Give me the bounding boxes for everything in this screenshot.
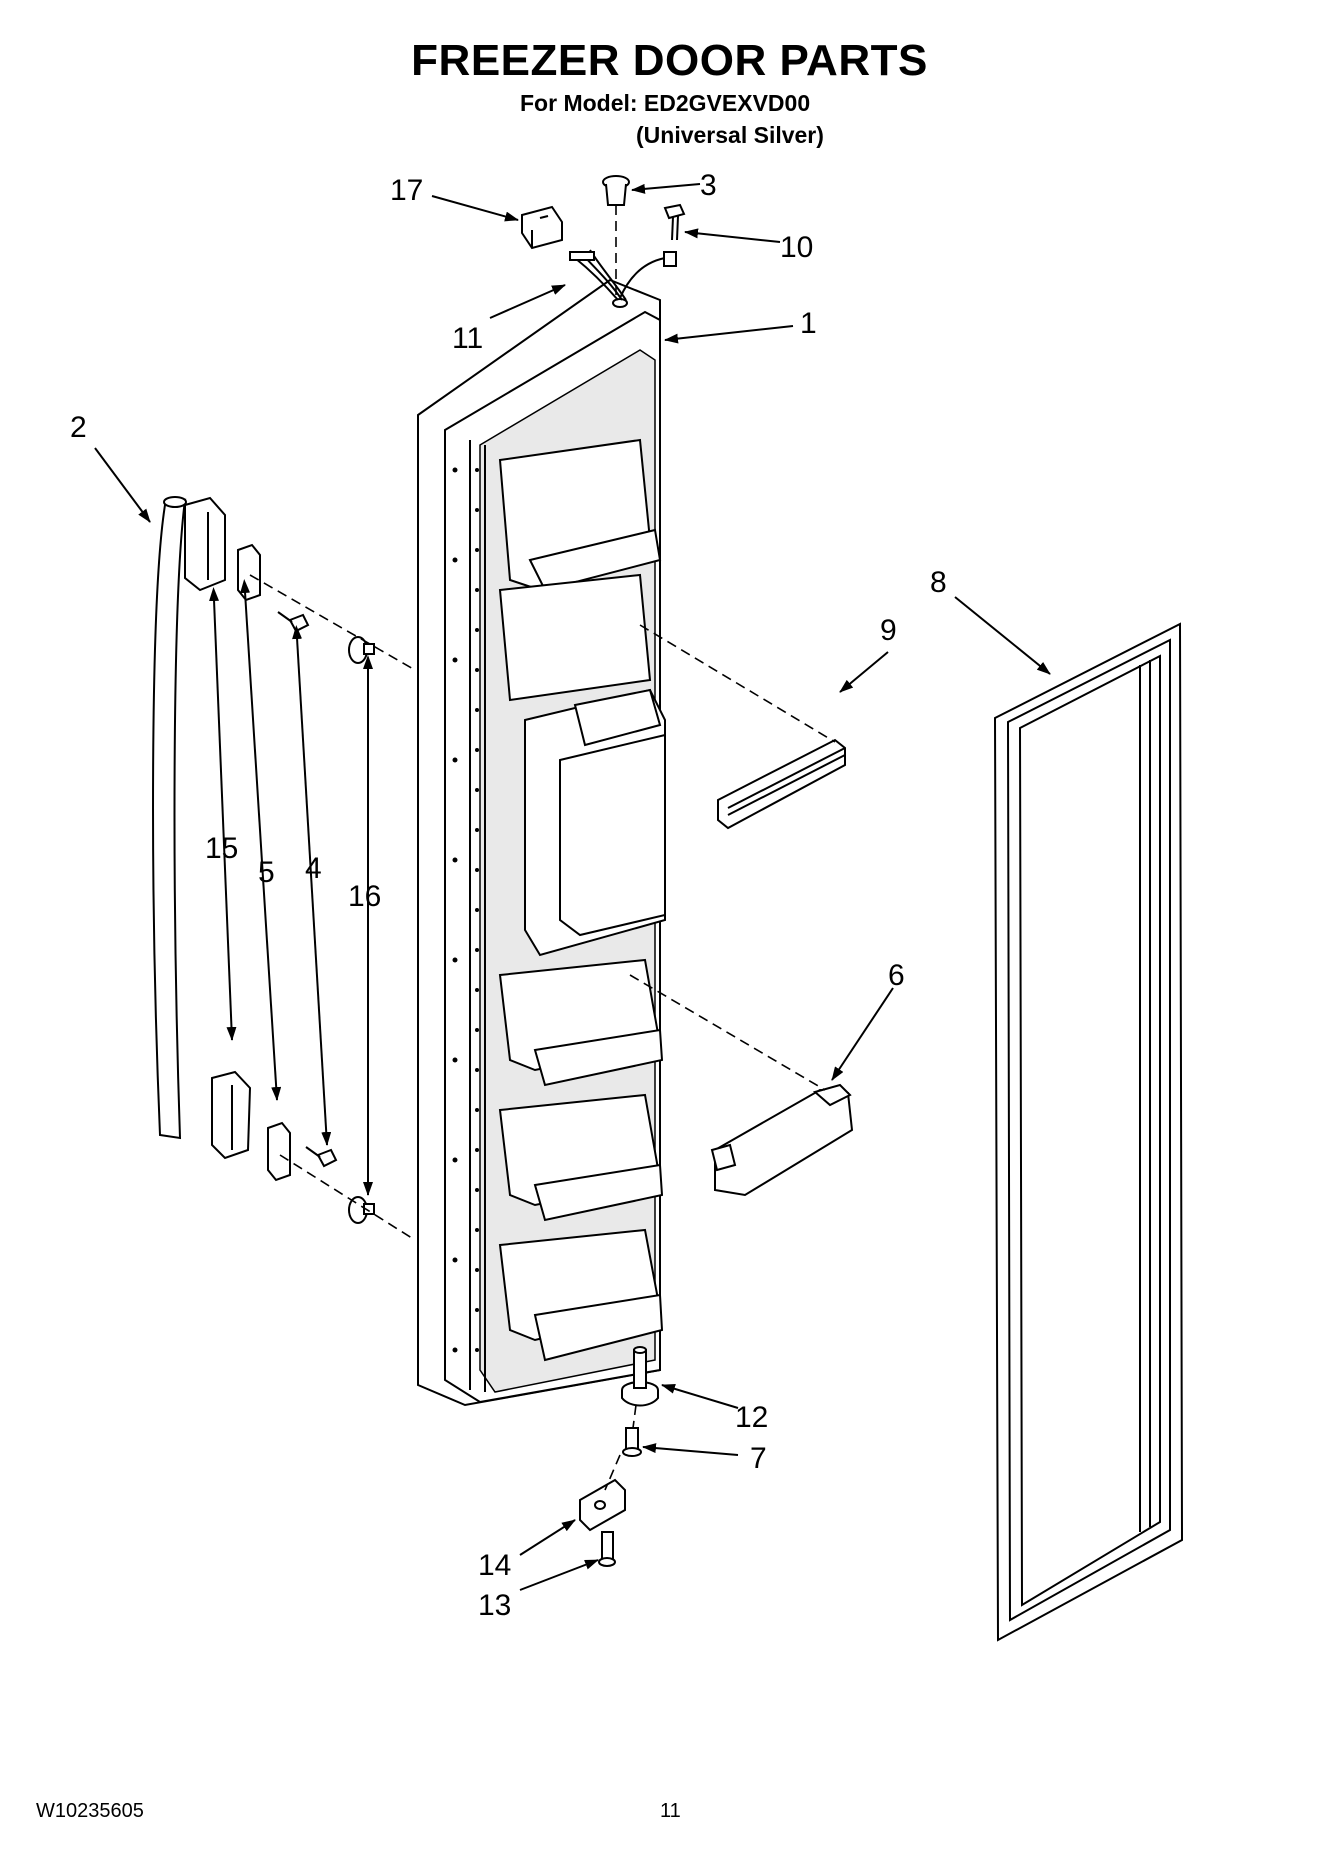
part-12-hinge-pin xyxy=(621,1346,659,1407)
part-11-wire-harness xyxy=(569,249,677,301)
part-13-screw xyxy=(598,1531,616,1567)
callout-labels: 17 3 10 11 1 2 8 9 15 5 4 16 6 12 7 14 1… xyxy=(70,169,947,1622)
callout-7: 7 xyxy=(750,1442,767,1475)
callout-6: 6 xyxy=(888,959,905,992)
page-number: 11 xyxy=(660,1800,681,1822)
assembly-dash-lines xyxy=(249,205,836,1491)
callout-12: 12 xyxy=(735,1401,768,1434)
part-8-door-gasket xyxy=(993,622,1184,1642)
part-3-plug xyxy=(602,175,630,206)
callout-1: 1 xyxy=(800,307,817,340)
gasket-dots xyxy=(452,467,479,1353)
callout-14: 14 xyxy=(478,1549,511,1582)
callout-16: 16 xyxy=(348,880,381,913)
callout-11: 11 xyxy=(452,322,483,355)
callout-9: 9 xyxy=(880,614,897,647)
callout-15: 15 xyxy=(205,832,238,865)
part-6-door-bin xyxy=(710,1083,854,1197)
part-4-screws xyxy=(277,611,338,1168)
part-10-screw xyxy=(663,203,686,241)
part-16-bumpers xyxy=(348,636,375,1224)
model-variant: (Universal Silver) xyxy=(636,122,824,148)
callout-3: 3 xyxy=(700,169,717,202)
document-number: W10235605 xyxy=(36,1800,144,1822)
callout-4: 4 xyxy=(305,852,322,885)
callout-8: 8 xyxy=(930,566,947,599)
part-15-handle-caps xyxy=(184,496,252,1160)
part-17-connector xyxy=(521,205,563,250)
callout-5: 5 xyxy=(258,856,275,889)
leader-arrows xyxy=(94,183,1051,1591)
page-title: FREEZER DOOR PARTS xyxy=(411,36,928,85)
callout-13: 13 xyxy=(478,1589,511,1622)
part-2-handle xyxy=(152,496,187,1140)
callout-10: 10 xyxy=(780,231,813,264)
callout-2: 2 xyxy=(70,411,87,444)
part-9-shelf-rail xyxy=(717,738,846,830)
model-line: For Model: ED2GVEXVD00 xyxy=(520,90,811,116)
part-1-door-assembly xyxy=(417,278,666,1407)
part-7-screw xyxy=(622,1427,642,1457)
callout-17: 17 xyxy=(390,174,423,207)
part-14-hinge-bracket xyxy=(579,1478,626,1532)
